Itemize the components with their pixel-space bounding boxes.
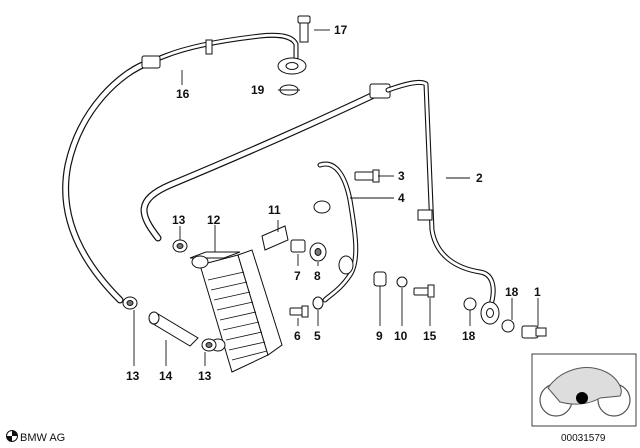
- leader-lines: [133, 29, 539, 366]
- seal-ring-18-right[interactable]: [501, 319, 515, 333]
- label-13-right: 13: [198, 369, 212, 383]
- label-17: 17: [334, 23, 348, 37]
- pipe-clip-2: [417, 209, 433, 221]
- bracket-4[interactable]: [313, 161, 359, 303]
- copyright-text: BMW AG: [20, 432, 66, 444]
- motorcycle-locator-icon: [531, 353, 637, 427]
- label-6: 6: [294, 329, 301, 343]
- oil-pipe-top[interactable]: [141, 32, 299, 69]
- bolt-17[interactable]: [297, 15, 311, 43]
- label-9: 9: [376, 329, 383, 343]
- label-13-left: 13: [126, 369, 140, 383]
- hose-clamp-13-right[interactable]: [201, 338, 217, 352]
- sleeve-9[interactable]: [373, 271, 387, 287]
- banjo-fitting-19[interactable]: [277, 57, 307, 75]
- rubber-grommet-8[interactable]: [309, 242, 327, 262]
- screw-3[interactable]: [354, 169, 380, 183]
- label-16: 16: [176, 87, 190, 101]
- label-19: 19: [251, 83, 265, 97]
- clip-nut-7[interactable]: [290, 239, 306, 253]
- document-number: 00031579: [561, 433, 606, 444]
- label-12: 12: [207, 213, 221, 227]
- location-marker: [576, 392, 588, 404]
- oil-cooler-12[interactable]: [189, 249, 283, 373]
- label-4: 4: [398, 191, 405, 205]
- label-18-right: 18: [505, 285, 519, 299]
- hose-14[interactable]: [148, 311, 199, 347]
- hose-union-16: [141, 55, 161, 69]
- hose-clamp-13-left[interactable]: [122, 296, 138, 310]
- label-14: 14: [159, 369, 173, 383]
- label-8: 8: [314, 269, 321, 283]
- washer-10[interactable]: [396, 276, 408, 288]
- bolt-6[interactable]: [289, 305, 309, 318]
- banjo-bolt-1[interactable]: [521, 325, 547, 339]
- seal-ring-18-left[interactable]: [463, 297, 477, 311]
- part-labels: 17 19 16 2 3 4 11 12 13 7 8 1 18 6 5 9 1…: [126, 23, 541, 383]
- label-13-upper: 13: [172, 213, 186, 227]
- label-2: 2: [476, 171, 483, 185]
- oil-pipe-2[interactable]: [385, 79, 500, 325]
- label-11: 11: [268, 203, 281, 217]
- label-15: 15: [423, 329, 437, 343]
- bmw-roundel-icon: [6, 430, 18, 442]
- label-3: 3: [398, 169, 405, 183]
- washer-5[interactable]: [312, 296, 324, 310]
- bracket-11[interactable]: [261, 225, 289, 251]
- label-5: 5: [314, 329, 321, 343]
- bolt-15[interactable]: [413, 284, 435, 298]
- oil-hose-16[interactable]: [62, 58, 154, 304]
- label-10: 10: [394, 329, 408, 343]
- pipe-clip-top: [205, 39, 213, 55]
- label-1: 1: [534, 285, 541, 299]
- label-18-left: 18: [462, 329, 476, 343]
- label-7: 7: [294, 269, 301, 283]
- hose-clamp-13-upper[interactable]: [172, 239, 188, 253]
- copyright-notice: BMW AG: [6, 430, 65, 444]
